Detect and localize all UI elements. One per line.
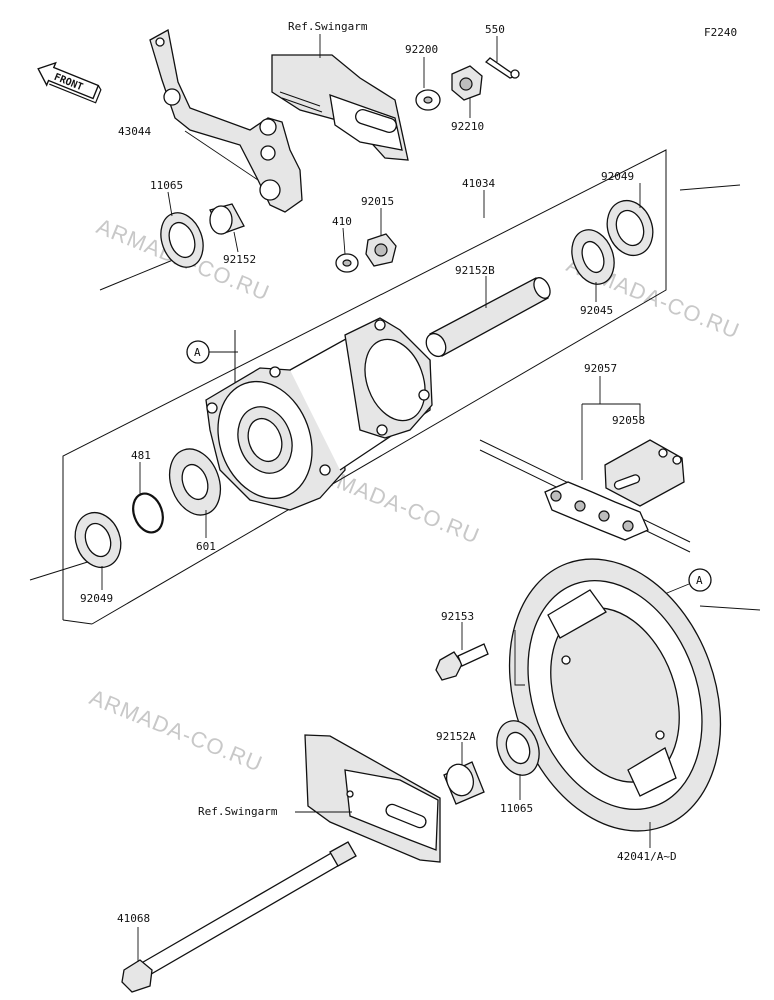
part-label-92152: 92152 xyxy=(223,253,256,266)
part-label-92057: 92057 xyxy=(584,362,617,375)
part-label-43044: 43044 xyxy=(118,125,151,138)
axle-41068 xyxy=(121,841,357,993)
part-label-410: 410 xyxy=(332,215,352,228)
part-label-481: 481 xyxy=(131,449,151,462)
part-label-92049-top: 92049 xyxy=(601,170,634,183)
swingarm-bottom-ref xyxy=(295,734,441,863)
sprocket-42041 xyxy=(508,558,722,848)
swingarm-top-ref xyxy=(271,34,409,161)
ref-swingarm-top-label: Ref.Swingarm xyxy=(288,20,368,33)
master-link-92058 xyxy=(604,439,685,507)
nut-92210 xyxy=(451,65,483,118)
part-label-92200: 92200 xyxy=(405,43,438,56)
seal-92049-top xyxy=(606,183,654,257)
collar-92152A xyxy=(443,742,485,805)
seal-11065-top xyxy=(160,191,204,268)
front-arrow-icon: FRONT xyxy=(37,61,102,104)
part-labels: Ref.Swingarm 550 92200 92210 43044 11065… xyxy=(80,20,677,925)
callout-letter: A xyxy=(194,346,201,359)
part-label-92058: 92058 xyxy=(612,414,645,427)
nut-92015 xyxy=(365,208,397,267)
rear-hub xyxy=(205,317,433,511)
part-label-41034: 41034 xyxy=(462,177,495,190)
callout-a-top: A xyxy=(186,340,238,364)
ref-swingarm-bottom-label: Ref.Swingarm xyxy=(198,805,278,818)
washer-410 xyxy=(335,227,359,273)
bracket-43044 xyxy=(149,28,303,213)
cotter-pin-550 xyxy=(484,36,520,79)
washer-92200 xyxy=(415,57,441,111)
part-label-92152B: 92152B xyxy=(455,264,495,277)
collar-92152 xyxy=(209,203,245,253)
seal-92049-bottom xyxy=(74,511,122,590)
part-label-550: 550 xyxy=(485,23,505,36)
part-label-41068: 41068 xyxy=(117,912,150,925)
callout-letter: A xyxy=(696,574,703,587)
bolt-92153 xyxy=(435,622,489,681)
part-label-92152A: 92152A xyxy=(436,730,476,743)
part-label-92015: 92015 xyxy=(361,195,394,208)
bearing-92045 xyxy=(571,229,615,302)
part-label-11065-top: 11065 xyxy=(150,179,183,192)
watermark-text: ARMADA-CO.RU xyxy=(86,684,266,776)
spacer-92152B xyxy=(425,276,551,358)
part-label-92049-bottom: 92049 xyxy=(80,592,113,605)
part-label-42041: 42041/A~D xyxy=(617,850,677,863)
part-label-601: 601 xyxy=(196,540,216,553)
figure-code: F2240 xyxy=(704,26,737,39)
part-label-92210: 92210 xyxy=(451,120,484,133)
circlip-481 xyxy=(132,462,164,534)
part-label-11065-bottom: 11065 xyxy=(500,802,533,815)
part-label-92045: 92045 xyxy=(580,304,613,317)
bearing-601 xyxy=(168,448,222,538)
part-label-92153: 92153 xyxy=(441,610,474,623)
chain-92057 xyxy=(479,376,691,553)
seal-11065-bottom xyxy=(496,720,540,800)
